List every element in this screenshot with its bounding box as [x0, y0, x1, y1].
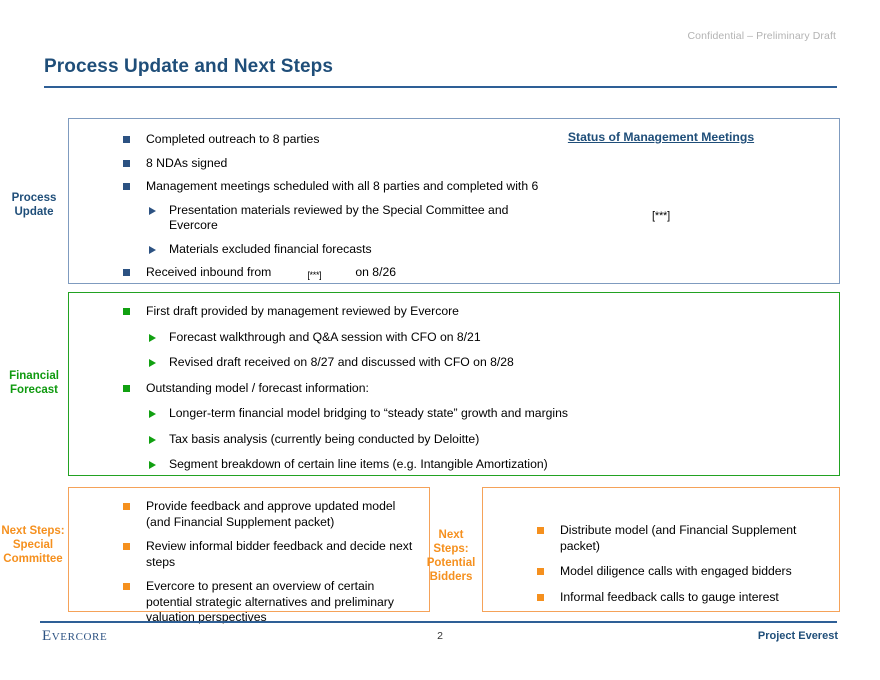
square-bullet-icon [123, 269, 130, 276]
square-bullet-icon [123, 159, 130, 167]
bullet-text: Informal feedback calls to gauge interes… [560, 589, 779, 604]
section-label-financial-forecast: Financial Forecast [9, 370, 59, 396]
section-next-steps-potential-bidders: Next Steps: Potential Bidders Distribute… [427, 487, 840, 615]
square-bullet-icon [123, 543, 130, 550]
list-item: Outstanding model / forecast information… [123, 381, 813, 397]
list-item: Segment breakdown of certain line items … [123, 457, 813, 473]
bullet-text: Longer-term financial model bridging to … [169, 406, 569, 420]
title-divider [44, 86, 837, 88]
bullet-text: Tax basis analysis (currently being cond… [169, 431, 480, 446]
list-item: Materials excluded financial forecasts [123, 242, 543, 258]
list-item: Informal feedback calls to gauge interes… [537, 590, 837, 606]
redacted-marker: [***] [307, 270, 322, 280]
square-bullet-icon [537, 593, 544, 601]
square-bullet-icon [123, 583, 130, 590]
bullet-text: Materials excluded financial forecasts [169, 241, 372, 256]
triangle-bullet-icon [149, 206, 156, 215]
bullet-text: Distribute model (and Financial Suppleme… [560, 523, 797, 553]
bullet-text: Segment breakdown of certain line items … [169, 457, 548, 471]
page-number: 2 [437, 630, 443, 642]
process-update-bullet-list: Completed outreach to 8 parties 8 NDAs s… [123, 132, 543, 284]
list-item: 8 NDAs signed [123, 156, 543, 172]
list-item: Forecast walkthrough and Q&A session wit… [123, 330, 813, 346]
inbound-prefix: Received inbound from [146, 265, 272, 279]
bullet-text: Evercore to present an overview of certa… [146, 579, 394, 624]
bullet-text: First draft provided by management revie… [146, 304, 459, 318]
section-label-next-steps-special-committee: Next Steps: Special Committee [1, 525, 65, 565]
list-item: Management meetings scheduled with all 8… [123, 179, 543, 195]
status-panel-heading: Status of Management Meetings [567, 130, 755, 144]
section-next-steps-special-committee: Next Steps: Special Committee Provide fe… [1, 487, 430, 624]
bullet-text: Revised draft received on 8/27 and discu… [169, 355, 514, 369]
triangle-bullet-icon [149, 333, 156, 342]
bullet-text: 8 NDAs signed [146, 155, 228, 170]
triangle-bullet-icon [149, 461, 156, 469]
bullet-text: Forecast walkthrough and Q&A session wit… [169, 329, 481, 344]
square-bullet-icon [123, 183, 130, 190]
list-item: First draft provided by management revie… [123, 304, 813, 320]
bullet-text: Outstanding model / forecast information… [146, 380, 369, 395]
section-label-process-update: Process Update [11, 192, 57, 218]
confidential-notice: Confidential – Preliminary Draft [687, 30, 836, 42]
special-committee-bullet-list: Provide feedback and approve updated mod… [123, 499, 423, 635]
list-item: Revised draft received on 8/27 and discu… [123, 355, 813, 371]
square-bullet-icon [123, 503, 130, 510]
bullet-text: Model diligence calls with engaged bidde… [560, 564, 792, 578]
list-item: Presentation materials reviewed by the S… [123, 203, 543, 234]
bullet-text: Management meetings scheduled with all 8… [146, 179, 539, 193]
list-item: Evercore to present an overview of certa… [123, 579, 423, 626]
list-item: Received inbound from [***] on 8/26 [123, 265, 543, 284]
bullet-text-redacted-inbound: Received inbound from [***] on 8/26 [146, 265, 396, 284]
section-process-update: Process Update Completed outreach to 8 p… [12, 118, 841, 284]
bullet-text: Completed outreach to 8 parties [146, 132, 320, 146]
financial-forecast-bullet-list: First draft provided by management revie… [123, 304, 813, 483]
square-bullet-icon [123, 384, 130, 392]
triangle-bullet-icon [149, 410, 156, 418]
square-bullet-icon [123, 308, 130, 315]
potential-bidders-bullet-list: Distribute model (and Financial Suppleme… [537, 523, 837, 615]
bullet-text: Presentation materials reviewed by the S… [169, 202, 509, 233]
section-financial-forecast: Financial Forecast First draft provided … [9, 292, 840, 476]
bullet-text: Review informal bidder feedback and deci… [146, 539, 413, 569]
bullet-text: Provide feedback and approve updated mod… [146, 499, 396, 529]
page-title: Process Update and Next Steps [44, 56, 334, 77]
list-item: Tax basis analysis (currently being cond… [123, 432, 813, 448]
triangle-bullet-icon [149, 359, 156, 367]
triangle-bullet-icon [149, 245, 156, 254]
list-item: Longer-term financial model bridging to … [123, 406, 813, 422]
list-item: Distribute model (and Financial Suppleme… [537, 523, 837, 554]
list-item: Model diligence calls with engaged bidde… [537, 564, 837, 580]
project-name: Project Everest [757, 630, 838, 642]
inbound-suffix: on 8/26 [355, 265, 397, 279]
status-panel-redacted-content: [***] [652, 210, 670, 222]
list-item: Provide feedback and approve updated mod… [123, 499, 423, 530]
list-item: Review informal bidder feedback and deci… [123, 539, 423, 570]
status-of-management-meetings-panel: Status of Management Meetings [***] [481, 119, 841, 283]
square-bullet-icon [537, 527, 544, 534]
square-bullet-icon [537, 568, 544, 575]
evercore-logo: Evercore [42, 628, 108, 644]
triangle-bullet-icon [149, 435, 156, 444]
square-bullet-icon [123, 136, 130, 143]
list-item: Completed outreach to 8 parties [123, 132, 543, 148]
section-label-next-steps-potential-bidders: Next Steps: Potential Bidders [426, 529, 476, 583]
footer-divider [40, 621, 837, 623]
